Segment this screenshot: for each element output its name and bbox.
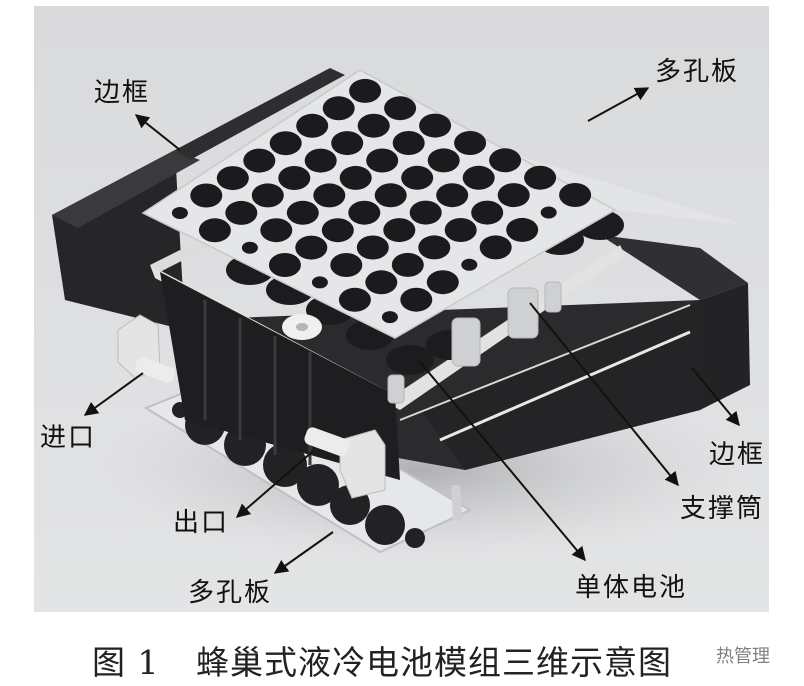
plate-hole	[392, 131, 425, 155]
label-outlet: 出口	[173, 508, 230, 538]
plate-hole	[401, 165, 434, 190]
label-frame-top-left: 边框	[94, 78, 151, 108]
figure-title: 蜂巢式液冷电池模组三维示意图	[196, 643, 672, 682]
plate-hole	[383, 218, 416, 243]
plate-hole	[426, 270, 459, 295]
plate-hole	[559, 183, 592, 207]
plate-hole	[454, 131, 487, 155]
plate-hole	[418, 235, 451, 260]
plate-hole	[391, 252, 424, 277]
plate-hole	[506, 217, 539, 242]
plate-hole	[365, 270, 398, 295]
inlet-fitting	[117, 314, 175, 383]
arrow-outlet	[235, 451, 313, 518]
plate-hole	[243, 148, 276, 173]
plate-hole	[171, 207, 188, 219]
plate-hole	[330, 253, 363, 277]
plate-hole	[260, 218, 293, 243]
label-support-tube: 支撑筒	[680, 494, 765, 524]
outlet-fitting	[304, 427, 386, 499]
plate-hole	[374, 183, 407, 208]
plate-hole	[338, 287, 371, 312]
callout-arrows	[83, 87, 740, 574]
label-frame-right: 边框	[709, 440, 766, 470]
plate-hole	[384, 96, 417, 121]
plate-hole	[225, 200, 258, 225]
plate-hole	[268, 253, 301, 277]
plate-hole	[471, 200, 504, 225]
plate-hole	[462, 165, 495, 190]
plate-hole	[331, 131, 364, 156]
arrow-porous-plate-top	[587, 87, 650, 122]
plate-hole	[357, 113, 390, 138]
plate-hole	[304, 148, 337, 173]
arrow-inlet	[83, 372, 144, 416]
porous-plate-top-shape	[141, 69, 745, 339]
plate-hole	[216, 166, 249, 191]
plate-hole	[321, 218, 354, 243]
arrow-frame-right	[691, 367, 740, 427]
arrow-frame-top-left	[134, 114, 181, 151]
label-porous-plate-top: 多孔板	[655, 57, 740, 87]
watermark-text: 热管理	[716, 646, 770, 667]
plate-hole	[409, 200, 442, 225]
plate-hole	[400, 287, 433, 312]
label-battery-cell: 单体电池	[575, 573, 688, 603]
plate-hole	[419, 113, 452, 138]
plate-hole	[278, 166, 311, 190]
figure-caption: 图 1 蜂巢式液冷电池模组三维示意图 热管理	[0, 632, 804, 682]
plate-hole	[241, 241, 258, 254]
plate-hole	[286, 200, 319, 225]
label-inlet: 进口	[40, 423, 97, 453]
plate-hole	[295, 235, 328, 260]
plate-hole	[444, 218, 477, 242]
plate-hole	[313, 183, 346, 208]
plate-hole	[427, 148, 460, 173]
plate-hole	[489, 148, 522, 173]
plate-hole	[381, 311, 398, 324]
plate-hole	[339, 165, 372, 190]
plate-hole	[436, 183, 469, 208]
plate-hole	[461, 258, 478, 271]
plate-hole	[190, 183, 223, 208]
label-porous-plate-bottom: 多孔板	[188, 578, 273, 608]
plate-hole	[524, 165, 557, 190]
plate-hole	[349, 78, 382, 103]
plate-hole	[497, 183, 530, 208]
arrow-porous-plate-bottom	[273, 531, 334, 574]
arrow-support-tube	[529, 302, 679, 487]
plate-hole	[348, 200, 381, 225]
plate-hole	[296, 113, 329, 138]
plate-hole	[540, 206, 557, 219]
plate-hole	[311, 276, 328, 289]
plate-hole	[356, 235, 389, 260]
plate-hole	[366, 148, 399, 173]
plate-hole	[198, 218, 231, 243]
plate-hole	[479, 235, 512, 260]
plate-hole	[251, 183, 284, 208]
plate-hole	[322, 96, 355, 121]
figure-number: 图 1	[92, 643, 160, 682]
plate-hole	[269, 131, 302, 156]
arrow-battery-cell	[419, 361, 586, 562]
